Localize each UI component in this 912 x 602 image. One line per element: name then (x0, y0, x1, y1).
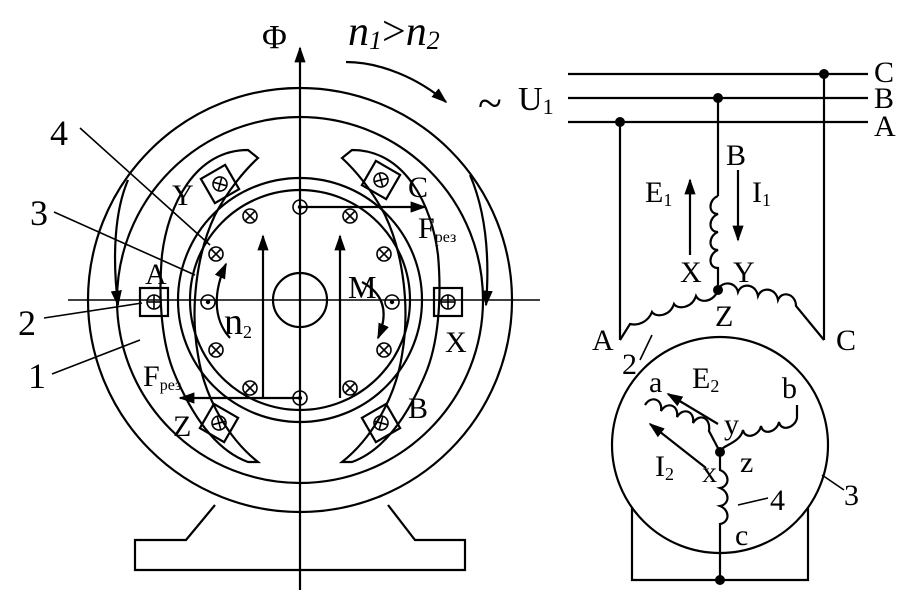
bus-label-a: A (874, 110, 896, 143)
i1-label: I1 (752, 176, 771, 210)
flux-path-left (110, 179, 130, 307)
stator-slot-z (198, 402, 240, 444)
pos-label-4: 4 (50, 113, 68, 153)
u1-label: U1 (518, 81, 554, 119)
torque-label: M (348, 269, 376, 305)
rotor-conductor-dot (200, 294, 216, 310)
rotor-label-y: y (724, 408, 739, 441)
winding-label-a: A (592, 324, 614, 357)
speed-relation-label: n1>n2 (348, 9, 440, 55)
winding-label-x: X (680, 256, 702, 289)
torque-arc (361, 281, 389, 340)
rotor-conductor-dot (384, 294, 400, 310)
stator-slot-x (432, 286, 464, 318)
stator-slot-b (360, 402, 402, 444)
speed-arc (345, 60, 448, 104)
rotor-label-a: a (649, 366, 662, 399)
phi-label: Φ (262, 19, 287, 56)
rotor-label-c: c (735, 519, 748, 552)
rotor-bottom-node (715, 575, 725, 585)
leader-wy-2 (639, 334, 653, 361)
supply-and-windings: ~ U1 C B A B E1 I1 X Y Z (478, 56, 896, 585)
pole-left (159, 148, 262, 464)
rotor-conductor-cross (342, 208, 358, 224)
rotor-conductor-cross (242, 208, 258, 224)
leader-rotor-4 (737, 497, 769, 506)
winding-label-b: B (726, 139, 746, 172)
rotor-conductor-cross (376, 246, 392, 262)
leader-4 (79, 127, 211, 246)
rotor-label-x: x (702, 456, 717, 489)
rotor-speed-arc (214, 262, 231, 339)
i2-arrow (648, 423, 707, 469)
stator-coil-a (619, 289, 720, 341)
winding-label-c: C (836, 324, 856, 357)
leader-3 (53, 211, 196, 276)
rotor-conductors (200, 199, 400, 406)
stator-label-z: Z (173, 410, 191, 443)
stator-slot-y (199, 163, 241, 205)
pos-label-2: 2 (18, 303, 36, 343)
e2-arrow (666, 393, 719, 425)
stator-label-a: A (145, 258, 167, 291)
stator-slot-a (138, 286, 170, 318)
rotor-conductor-cross (208, 342, 224, 358)
stator-label-y: Y (172, 179, 194, 212)
winding-label-y: Y (733, 256, 755, 289)
leader-1 (51, 339, 141, 375)
bus-label-b: B (874, 82, 894, 115)
leader-2 (43, 302, 143, 319)
rotor-label-3: 3 (844, 479, 859, 512)
pos-label-3: 3 (30, 193, 48, 233)
rotor-speed-label: n2 (224, 301, 252, 343)
pos-label-1: 1 (28, 356, 46, 396)
stator-slots (138, 159, 464, 444)
rotor-conductor-cross (376, 342, 392, 358)
winding-label-2: 2 (622, 348, 637, 381)
bus-label-c: C (874, 56, 894, 89)
stator-neutral (713, 285, 723, 295)
motor-cross-section: Φ n1>n2 4 3 2 1 Y C A X Z B Fрез Fрез M … (18, 9, 540, 590)
rotor-label-4: 4 (770, 484, 785, 517)
winding-label-z: Z (715, 300, 733, 333)
stator-label-b: B (408, 392, 428, 425)
stator-label-x: X (445, 326, 467, 359)
rotor-neutral (715, 447, 725, 457)
flux-path-right (468, 174, 493, 307)
rotor-conductor-cross (208, 246, 224, 262)
rotor-conductor-cross (242, 380, 258, 396)
stator-coil-b (709, 194, 720, 290)
rotor-label-z: z (740, 446, 753, 479)
force-label-upper: Fрез (418, 212, 456, 246)
force-label-lower: Fрез (143, 360, 181, 394)
stator-slot-c (360, 159, 402, 201)
rotor-conductor-cross (342, 380, 358, 396)
rotor-coil-b (719, 405, 799, 453)
e1-label: E1 (645, 176, 672, 210)
rotor-coil-c (716, 452, 729, 545)
e2-label: E2 (692, 362, 719, 396)
rotor-label-b: b (782, 372, 797, 405)
leader-rotor-3 (821, 474, 845, 491)
pole-right (338, 148, 441, 464)
stator-coil-c (716, 282, 825, 341)
tilde-symbol: ~ (478, 79, 502, 128)
rotor-winding-circle (610, 335, 830, 555)
stator-label-c: C (408, 171, 428, 204)
rotor-coil-a (644, 398, 721, 453)
i2-label: I2 (655, 450, 674, 484)
